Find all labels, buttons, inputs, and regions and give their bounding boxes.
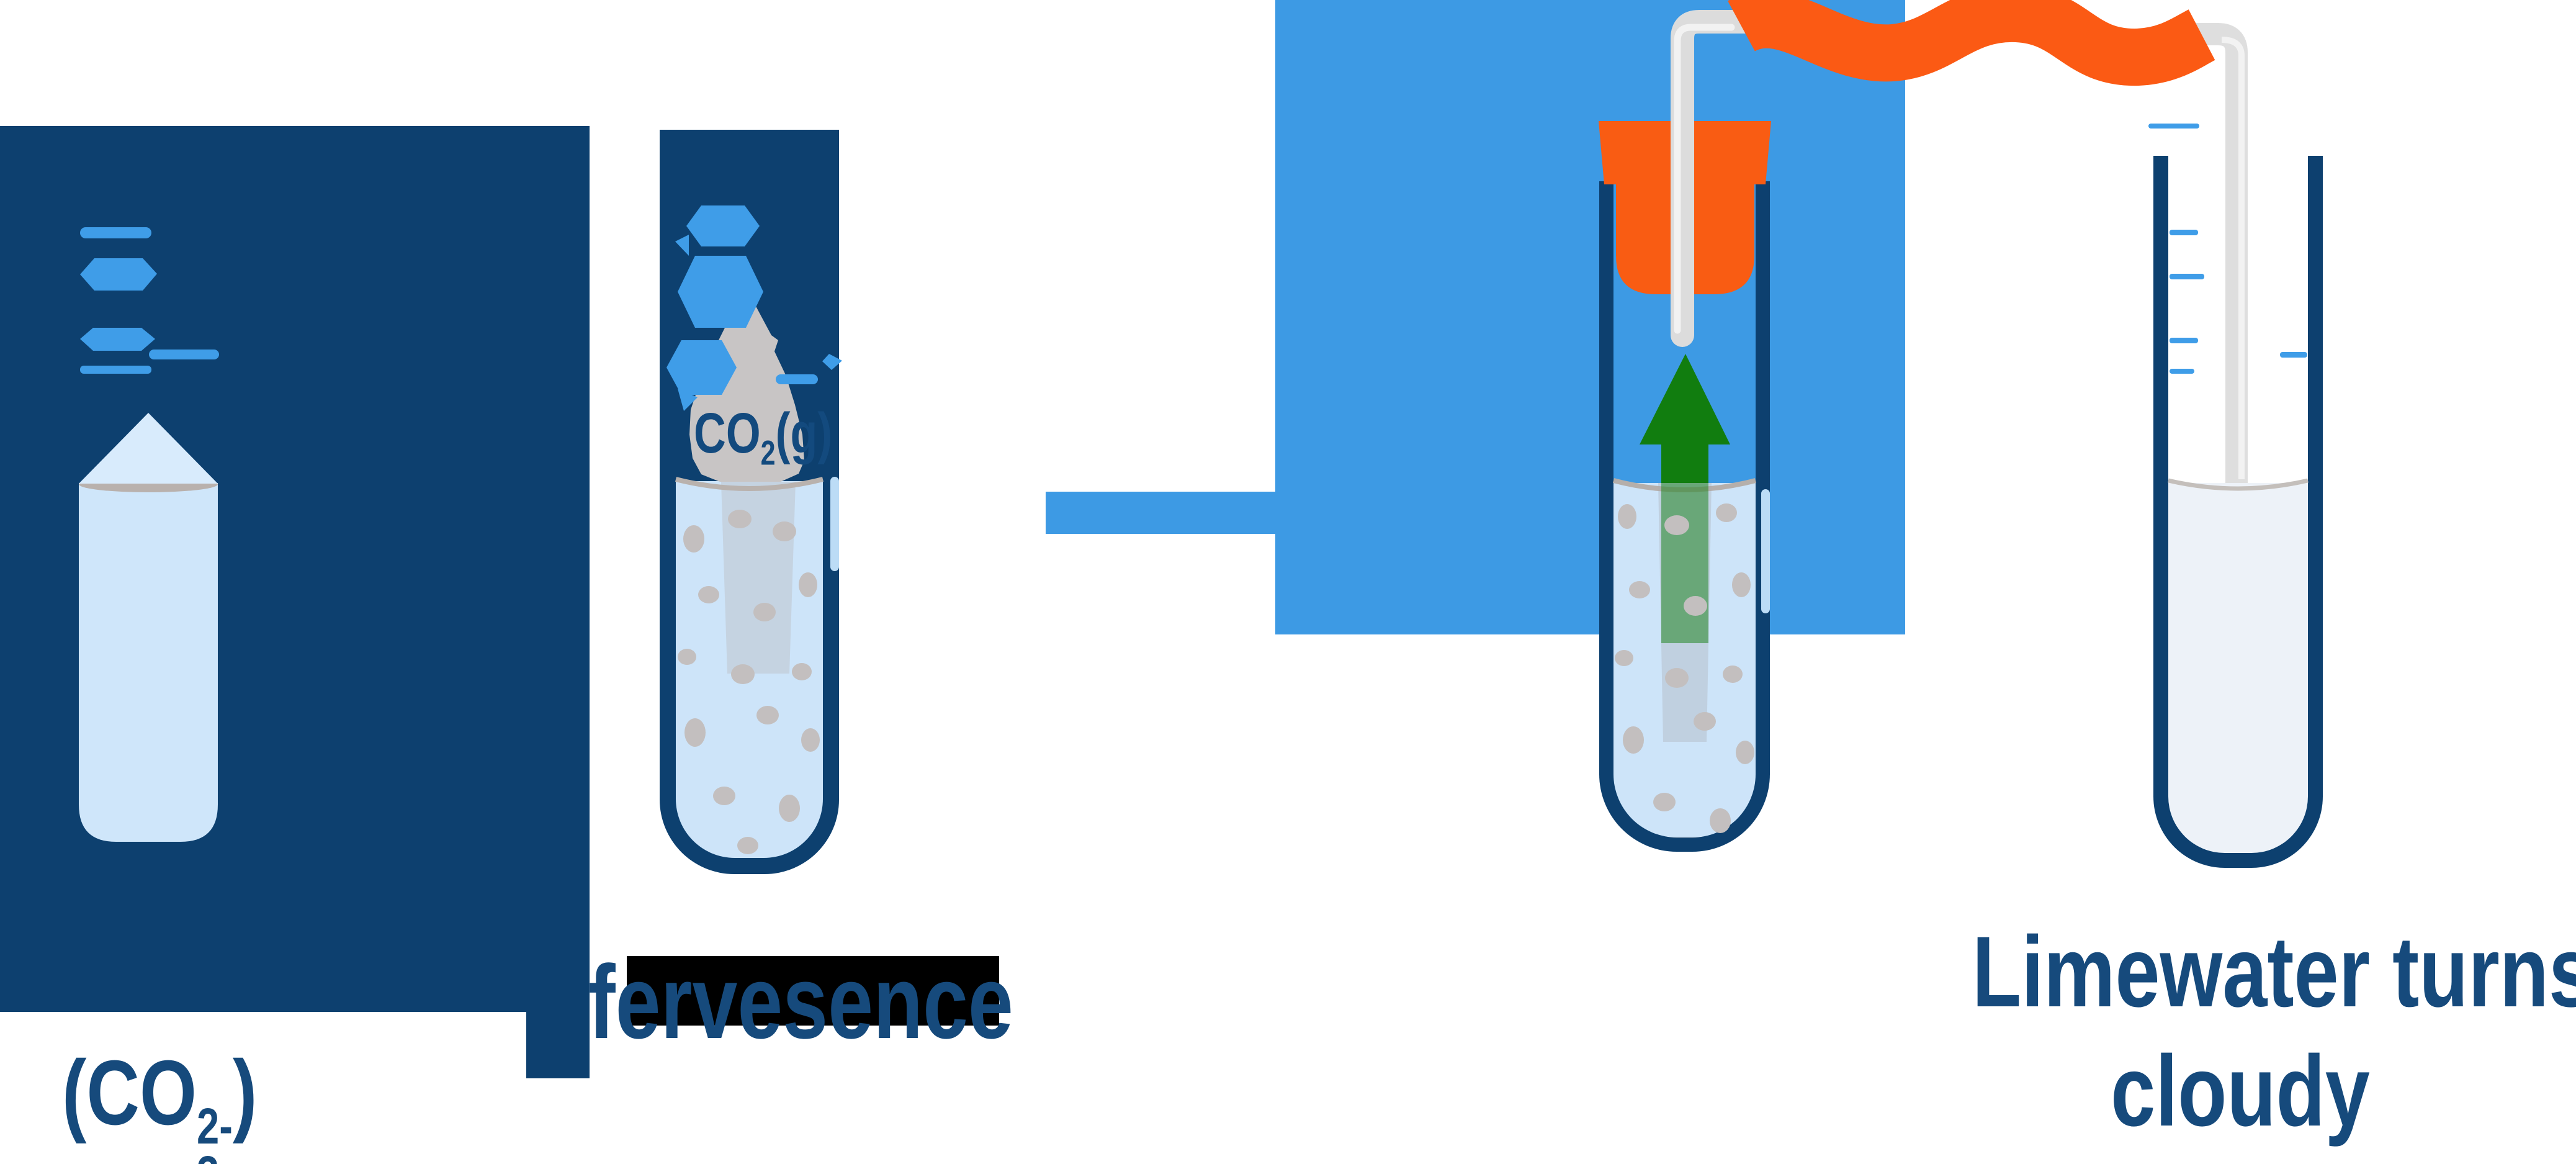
- gas-bubbles-hex-icon: [666, 205, 842, 411]
- up-arrow-icon: [1640, 354, 1730, 483]
- bubbles-effervescence: [678, 510, 820, 854]
- limewater-tube-liquid: [2168, 483, 2308, 853]
- limewater-test-tube: [2153, 156, 2323, 868]
- graduation-ticks: [2148, 124, 2307, 374]
- limewater-caption-line2: cloudy: [2111, 1035, 2370, 1147]
- limewater-caption: Limewater turns cloudy: [1972, 913, 2576, 1151]
- co2-subscript: 2: [760, 433, 776, 472]
- bubbles-reaction: [1615, 503, 1754, 833]
- paren-close: ): [232, 1042, 258, 1144]
- reaction-highlight-panel: [1275, 0, 1905, 634]
- limewater-caption-line1: Limewater turns: [1972, 916, 2576, 1028]
- delivery-tube-icon: [2192, 23, 2248, 483]
- reagent-drop-lines-icon: [80, 227, 219, 374]
- carbonate-formula: CO: [86, 1042, 197, 1144]
- meniscus-line: [2168, 478, 2309, 491]
- co2-state: (g): [775, 402, 833, 465]
- carbonate-subscript: 3: [197, 1149, 233, 1164]
- carbonate-ion-label: (CO2-3): [62, 1040, 257, 1164]
- dropper-icon: [79, 413, 218, 842]
- meniscus-line: [675, 477, 824, 491]
- co2-main: CO: [694, 402, 761, 465]
- delivery-tube-icon: [1671, 10, 1759, 347]
- glass-highlight-stripe: [1761, 489, 1770, 613]
- effervescence-label: fervesence: [588, 944, 1013, 1060]
- flow-connector-bar: [1046, 492, 1277, 534]
- reagent-panel-step: [526, 1012, 590, 1078]
- label-backdrop: [627, 956, 999, 1026]
- up-arrow-submerged: [1661, 483, 1708, 643]
- paren-open: (: [62, 1042, 87, 1144]
- glass-highlight-stripe: [830, 477, 839, 571]
- co2-gas-label: CO2(g): [694, 401, 832, 472]
- rubber-tubing-icon: [1728, 0, 2215, 86]
- carbonate-superscript: 2-: [197, 1098, 233, 1155]
